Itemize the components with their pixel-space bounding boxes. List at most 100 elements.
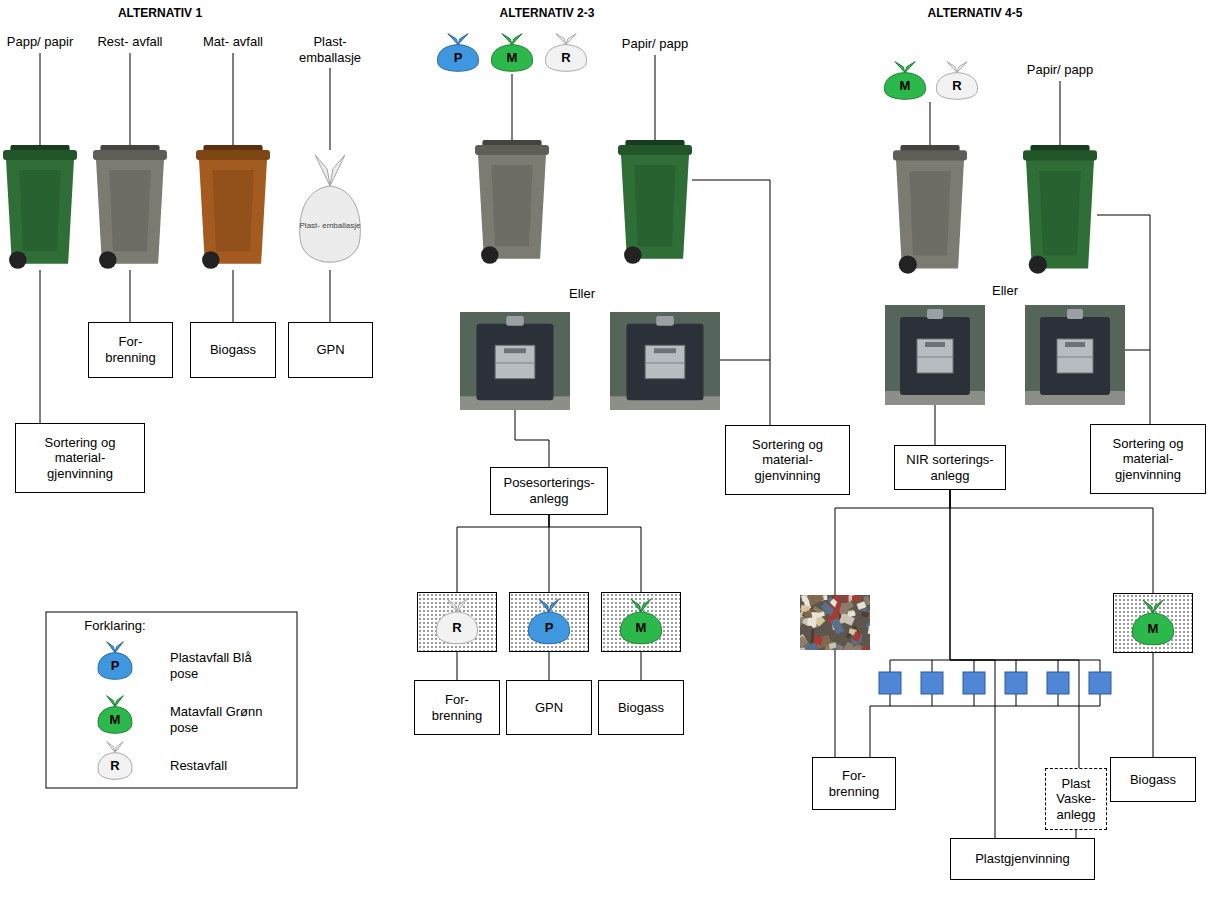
bag-body [545, 45, 586, 72]
waste-piece [857, 601, 867, 610]
node-text: R [452, 620, 461, 636]
connector-line [974, 694, 975, 706]
inlet-seam [1057, 357, 1093, 358]
bag-knot [502, 34, 522, 45]
planned-process-box: Plast Vaske- anlegg [1045, 768, 1107, 830]
inlet-body [477, 324, 554, 400]
waste-piece [816, 612, 825, 618]
sorting-unit [963, 672, 985, 694]
sorted-bag-box: M [1113, 593, 1193, 653]
inlet-hatch [917, 339, 953, 373]
connector [641, 652, 642, 680]
waste-piece [861, 611, 869, 617]
bin-lid [3, 150, 77, 160]
wheelie-bin [618, 140, 692, 264]
node-text: M [636, 620, 647, 636]
bag-letter: P [105, 658, 125, 674]
connector [40, 270, 41, 423]
connector-line [1016, 694, 1017, 706]
bag-stem [330, 68, 331, 150]
node-text: Papp/ papir [3, 34, 77, 50]
inlet-handle [925, 342, 945, 347]
photo-background [885, 305, 985, 405]
bag-knot [556, 34, 576, 45]
node-text: For- brenning [818, 768, 890, 799]
node-text: GPN [535, 700, 563, 716]
process-box: NIR sorterings- anlegg [894, 445, 1006, 490]
connector-line [890, 660, 891, 672]
connector-line [935, 405, 936, 445]
bin-stem [233, 53, 234, 145]
bag-body [437, 45, 478, 72]
bin-body [96, 159, 164, 264]
connector [950, 490, 995, 838]
bag-body [884, 73, 925, 100]
bin-lid [1023, 150, 1097, 160]
bag-body [436, 612, 477, 644]
waste-piece [837, 645, 844, 650]
waste-bin: Papp/ papir [3, 34, 77, 270]
node-text: Biogass [618, 700, 664, 716]
connector-line [870, 706, 871, 757]
waste-piece [863, 595, 870, 605]
bin-stem [130, 53, 131, 145]
process-box: Sortering og material- gjenvinning [725, 425, 850, 495]
legend-text: Plastavfall Blå pose [170, 650, 270, 681]
legend-swatch [98, 707, 132, 734]
node-text: GPN [316, 342, 344, 358]
bin-wheel [99, 251, 117, 269]
waste-inlet-photo [885, 305, 985, 405]
bin-lid [93, 150, 167, 160]
legend-swatch [98, 653, 132, 680]
sorting-unit [921, 672, 943, 694]
waste-bin: Papir/ papp [618, 36, 692, 265]
connector-line [720, 360, 770, 361]
bag-letter: R [556, 50, 576, 66]
connector [330, 270, 331, 322]
photo-background [610, 312, 720, 410]
bag-body [1132, 613, 1173, 645]
sorting-unit [879, 672, 901, 694]
waste-piece [852, 596, 861, 601]
waste-piece [800, 636, 808, 649]
bag-knot [107, 742, 124, 753]
connector [950, 490, 1153, 593]
connector-line [890, 660, 1100, 661]
bin-wheel [202, 251, 220, 269]
bag-knot [107, 696, 124, 707]
bin-figure [618, 36, 692, 265]
node-text: Papir/ papp [1023, 62, 1097, 78]
bin-lid [618, 145, 692, 155]
inlet-body [900, 317, 970, 395]
sorting-unit [1089, 672, 1111, 694]
connector-line [1058, 694, 1059, 706]
node-text: M [1148, 621, 1159, 637]
node-text: Papir/ papp [618, 36, 692, 52]
waste-bin: Papir/ papp [1023, 62, 1097, 275]
connector-line [1125, 350, 1150, 351]
connector [549, 515, 641, 592]
waste-piece [846, 632, 852, 638]
node-text: Sortering og material- gjenvinning [1096, 436, 1200, 483]
bag-figure [290, 34, 370, 270]
bin-panel [1039, 171, 1080, 256]
node-text: For- brenning [94, 334, 167, 365]
inlet-hatch [1057, 339, 1093, 373]
bin-body [896, 159, 964, 268]
plastic-bag: Plast- emballasjePlast- emballasje [290, 34, 370, 270]
bin-stem [655, 55, 656, 140]
process-box: GPN [506, 680, 592, 735]
connector-line [1100, 660, 1101, 672]
bin-figure [3, 34, 77, 270]
waste-piece [810, 629, 815, 643]
bag-letter: M [502, 50, 522, 66]
bag-knot [107, 642, 124, 653]
wheelie-bin [3, 145, 77, 269]
process-box: Sortering og material- gjenvinning [1090, 424, 1206, 494]
section-heading: ALTERNATIV 4-5 [875, 6, 1075, 20]
bag-body [936, 73, 977, 100]
process-box: Biogass [1110, 757, 1196, 802]
bin-panel [909, 171, 950, 256]
bag-letter: M [895, 78, 915, 94]
